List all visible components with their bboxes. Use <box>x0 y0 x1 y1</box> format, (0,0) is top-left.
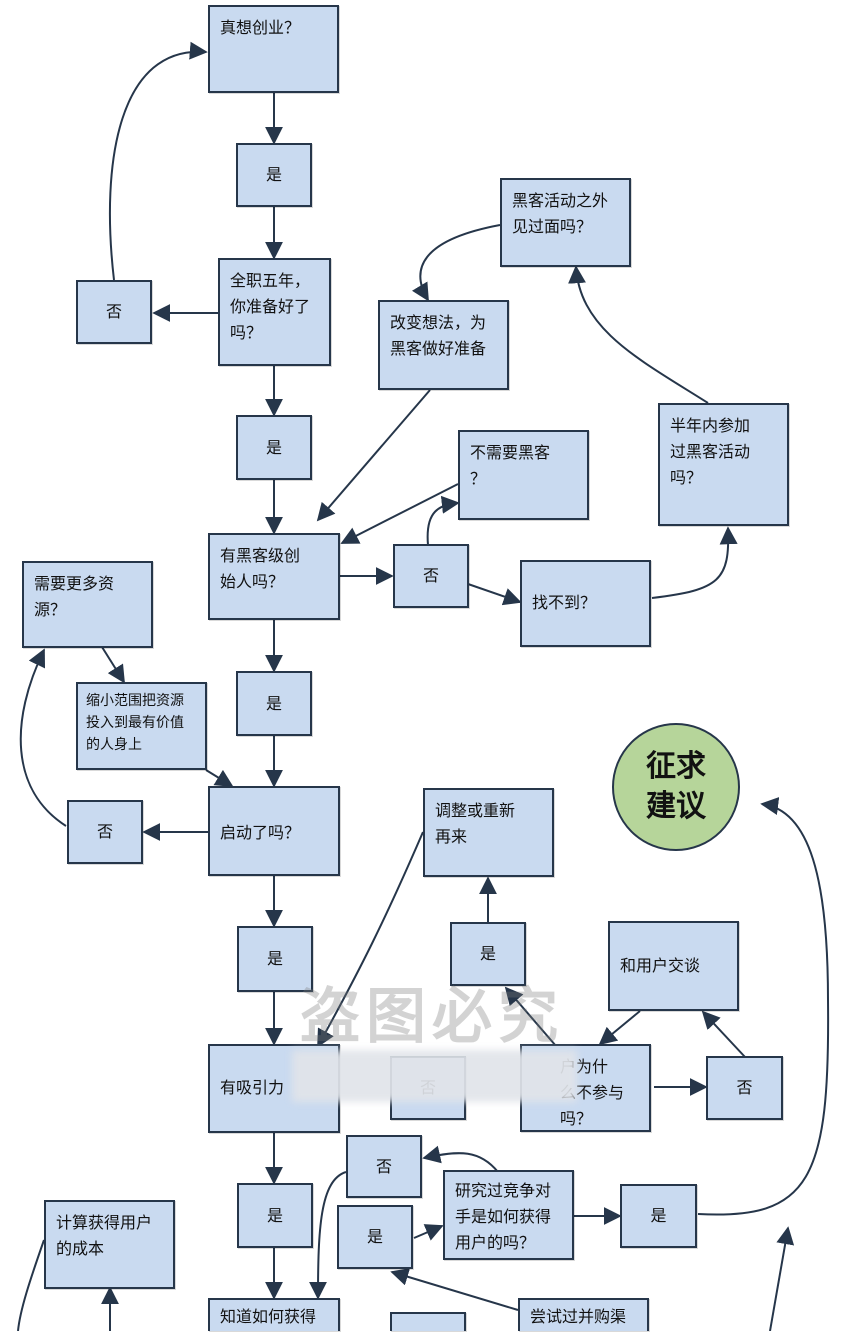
edge-yanjiu-fou5 <box>422 1145 499 1173</box>
node-fou-3: 否 <box>67 800 143 864</box>
edge-bannian-jianguo <box>568 265 709 404</box>
node-fou-1: 否 <box>76 280 152 344</box>
node-zhidao: 知道如何获得 <box>208 1298 340 1331</box>
node-shi-1: 是 <box>236 143 312 207</box>
node-jisuan: 计算获得用户 的成本 <box>44 1200 175 1289</box>
edge-jianguo-gaibian <box>411 224 501 302</box>
node-buxuyao: 不需要黑客 ？ <box>458 430 589 520</box>
node-heike: 有黑客级创 始人吗？ <box>208 533 340 620</box>
node-gaibian: 改变想法，为 黑客做好准备 <box>378 300 509 390</box>
node-yanjiu: 研究过竞争对 手是如何获得 用户的吗？ <box>443 1170 574 1260</box>
node-fou-5: 否 <box>346 1135 422 1198</box>
node-changshi: 尝试过并购渠 <box>518 1298 649 1331</box>
node-bannian: 半年内参加 过黑客活动 吗？ <box>658 403 789 526</box>
edge-yonghu-shi5 <box>504 986 557 1047</box>
node-jiaotan: 和用户交谈 <box>608 921 739 1011</box>
edge-suoxiao-qidong <box>205 769 234 787</box>
node-shi-6: 是 <box>237 1183 313 1248</box>
node-shi-2: 是 <box>236 415 312 480</box>
edge-jisuan-left <box>17 1239 45 1331</box>
node-fou-4: 否 <box>706 1056 783 1120</box>
node-shi-5: 是 <box>450 922 526 986</box>
node-shi-4: 是 <box>237 926 313 992</box>
node-xuyao: 需要更多资 源？ <box>22 561 153 648</box>
node-shi-8: 是 <box>620 1184 697 1248</box>
node-suoxiao: 缩小范围把资源 投入到最有价值 的人身上 <box>76 682 207 770</box>
edge-fou1-zhen <box>108 41 208 281</box>
node-zhaobudao: 找不到？ <box>520 560 651 647</box>
edge-jiaotan-yonghu <box>598 1010 641 1046</box>
node-tiaozheng: 调整或重新 再来 <box>423 788 554 877</box>
edge-fou2-buxuyao <box>426 495 460 546</box>
edge-fou5-zhidao <box>309 1171 347 1300</box>
edge-fou2-zhaobudao <box>467 583 522 606</box>
edge-shi7-yanjiu <box>413 1224 444 1241</box>
node-shi-3: 是 <box>236 671 312 736</box>
edge-xuyao-suoxiao <box>101 646 125 684</box>
node-bottom: 否 <box>390 1312 466 1331</box>
edge-shi8-circle <box>697 797 830 1216</box>
blurred-region <box>292 1050 577 1102</box>
edge-zhaobudao-bannian <box>651 526 738 599</box>
node-zhen: 真想创业？ <box>208 5 339 93</box>
edge-tiaozheng-xiyin <box>317 831 424 1048</box>
edge-bottom-right <box>769 1226 795 1331</box>
node-quanzhi: 全职五年， 你准备好了 吗？ <box>218 258 331 366</box>
edge-changshi-shi7 <box>390 1268 519 1311</box>
edge-fou3-xuyao <box>19 648 67 827</box>
edge-gaibian-heike <box>316 389 431 522</box>
node-fou-2: 否 <box>393 544 469 608</box>
edge-fou4-jiaotan <box>701 1010 746 1058</box>
node-jianguo: 黑客活动之外 见过面吗？ <box>500 178 631 267</box>
node-zhengqiu-jianyi: 征求 建议 <box>612 723 740 851</box>
node-qidong: 启动了吗？ <box>208 786 340 876</box>
edge-buxuyao-heike <box>340 483 459 544</box>
node-shi-7: 是 <box>337 1205 413 1269</box>
